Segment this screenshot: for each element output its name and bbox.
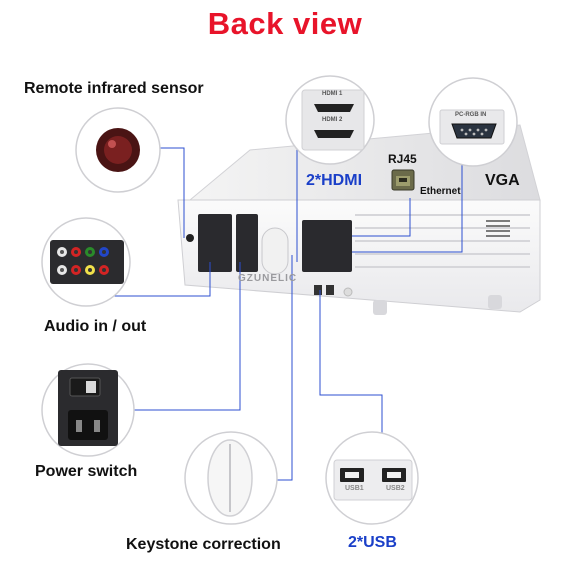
remote-sensor-label: Remote infrared sensor: [24, 80, 204, 97]
usb1-port-label: USB1: [345, 485, 364, 492]
usb-callout: [325, 431, 419, 525]
keystone-label: Keystone correction: [126, 536, 281, 553]
hdmi2-port-label: HDMI 2: [322, 117, 343, 123]
leader-lines: [96, 147, 463, 481]
projector-body: [177, 124, 541, 315]
usb-label: 2*USB: [348, 534, 397, 551]
hdmi-label: 2*HDMI: [306, 172, 363, 189]
vga-port-label: PC-RGB IN: [455, 112, 487, 118]
hdmi1-port-label: HDMI 1: [322, 91, 343, 97]
power-callout: [41, 363, 135, 457]
rj45-label: RJ45: [388, 152, 417, 166]
page-title: Back view: [207, 6, 363, 41]
audio-callout: [41, 217, 131, 307]
audio-label: Audio in / out: [44, 318, 147, 335]
vga-callout: [428, 77, 518, 167]
power-label: Power switch: [35, 463, 138, 480]
keystone-callout: [184, 431, 278, 525]
usb2-port-label: USB2: [386, 485, 405, 492]
remote-sensor-callout: [75, 107, 161, 193]
ethernet-label: Ethernet: [420, 186, 461, 197]
rj45-jack: [391, 169, 415, 191]
vga-label: VGA: [485, 172, 520, 189]
brand-label: GZUNELIC: [238, 273, 298, 284]
hdmi-callout: [285, 75, 375, 165]
